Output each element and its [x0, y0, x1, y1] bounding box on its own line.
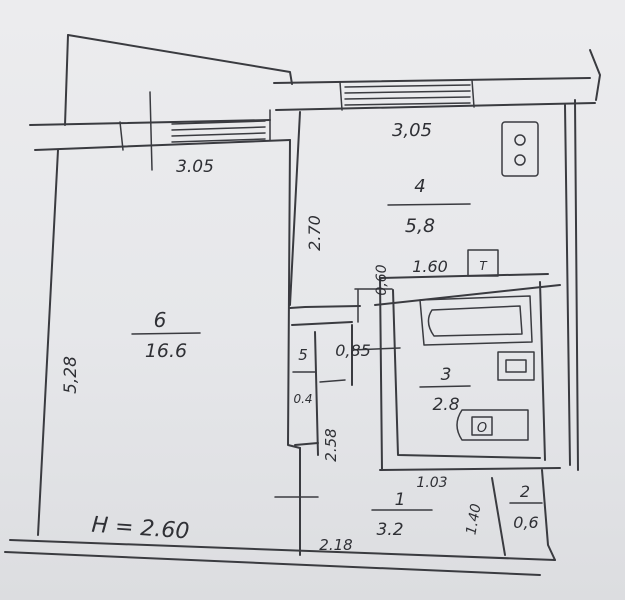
room-2-area: 0,6 — [513, 513, 538, 532]
room-2-number: 2 — [520, 482, 530, 501]
dim-room6-width: 3.05 — [176, 157, 214, 177]
dim-hall-width: 2.18 — [319, 536, 352, 554]
room-6-label: 6 16.6 — [131, 308, 201, 362]
dim-room6-depth: 5,28 — [61, 356, 81, 394]
room-5-number: 5 — [298, 346, 308, 364]
room-1-area: 3.2 — [376, 520, 403, 540]
room-5-area: 0.4 — [293, 392, 312, 406]
window-room4 — [339, 79, 475, 111]
window-room6 — [119, 91, 271, 171]
boiler-icon: T — [467, 249, 499, 277]
ceiling-height-note: H = 2.60 — [91, 513, 190, 545]
room-1-label: 1 3.2 — [371, 490, 433, 540]
room-3-label: 3 2.8 — [419, 365, 471, 415]
dim-room4-depth: 2.70 — [305, 215, 324, 251]
dim-wc-depth: 1.40 — [463, 502, 484, 536]
dim-hall-door: 1.03 — [416, 475, 447, 491]
room-3-number: 3 — [441, 365, 452, 385]
dim-corridor-depth: 2.58 — [322, 428, 340, 461]
room-3-area: 2.8 — [432, 395, 459, 415]
room-6-area: 16.6 — [145, 340, 187, 362]
dim-bath-width: 1.60 — [412, 257, 448, 276]
outer-walls — [4, 34, 601, 576]
room-5-label: 5 0.4 — [292, 346, 316, 406]
interior-walls — [274, 111, 561, 556]
room-4-label: 4 5,8 — [387, 176, 471, 237]
room-6-number: 6 — [154, 308, 167, 332]
dim-closet-width: 0,85 — [335, 341, 371, 360]
room-1-number: 1 — [395, 490, 406, 510]
bathtub-icon — [419, 295, 533, 346]
stove-icon — [501, 121, 539, 177]
room-2-label: 2 0,6 — [509, 482, 543, 532]
room-4-number: 4 — [414, 176, 425, 197]
dim-room4-width: 3,05 — [392, 120, 432, 141]
boiler-mark: T — [479, 259, 488, 273]
room-4-area: 5,8 — [405, 215, 435, 237]
toilet-icon: O — [456, 409, 529, 441]
dim-bath-gap: 0,60 — [374, 264, 390, 295]
sink-icon — [497, 351, 535, 381]
toilet-mark: O — [477, 421, 487, 436]
